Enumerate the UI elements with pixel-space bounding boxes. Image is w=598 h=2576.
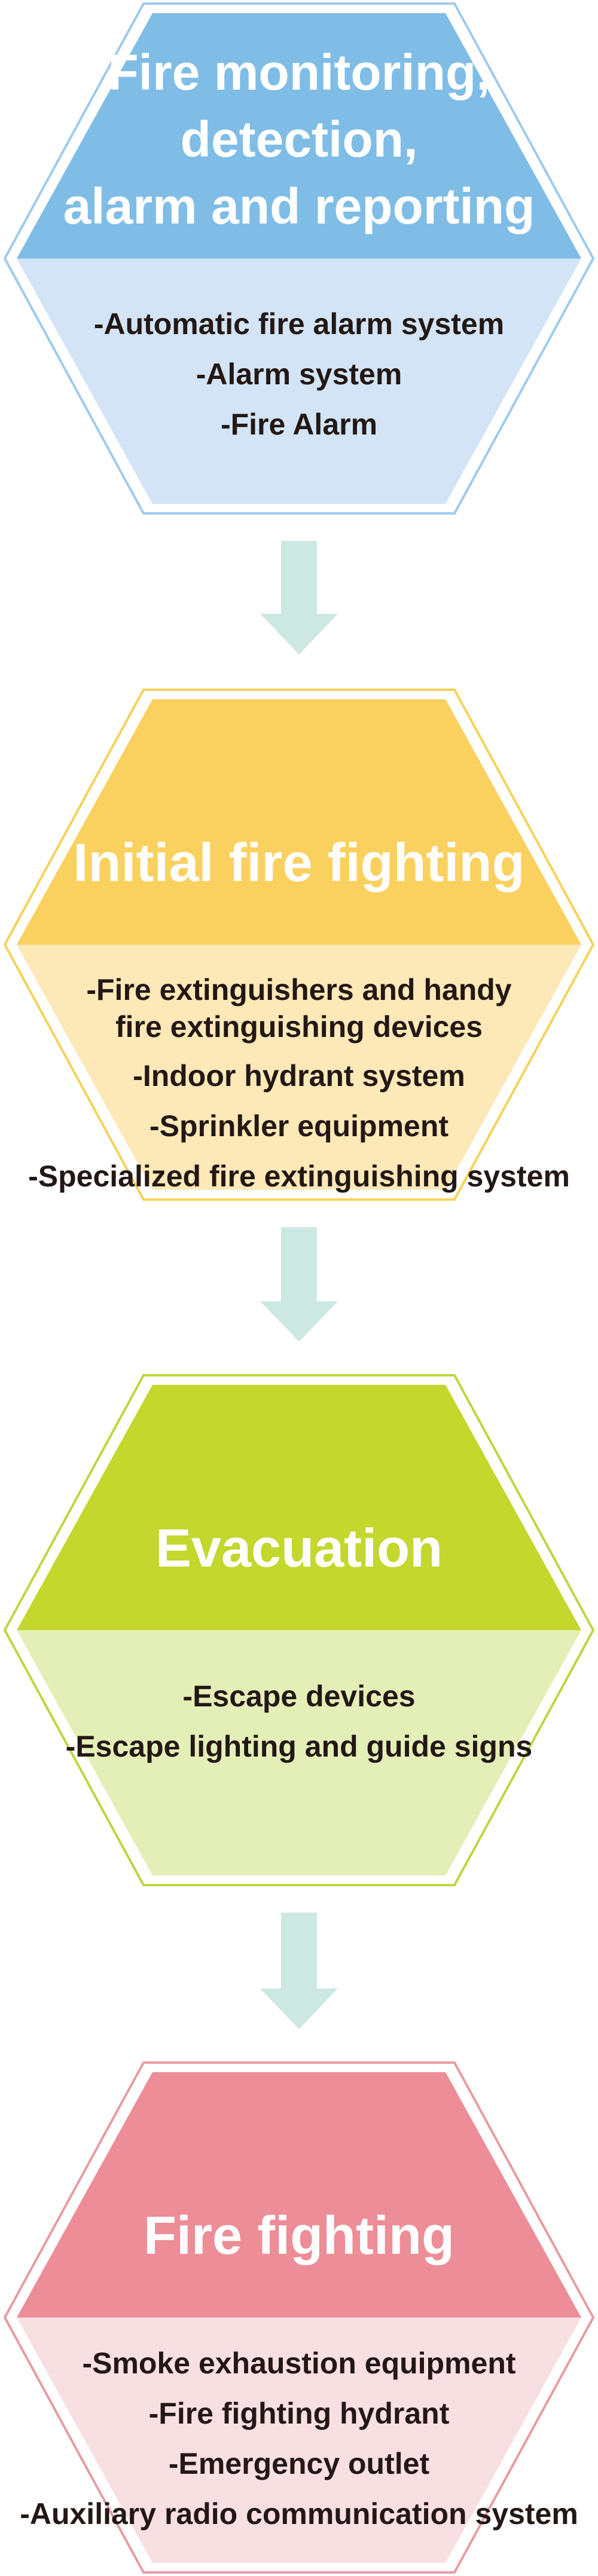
hexagon-header <box>17 1385 581 1630</box>
stage-item: -Emergency outlet <box>169 2447 430 2480</box>
stage-item: fire extinguishing devices <box>115 1010 483 1044</box>
stage-2: Initial fire fighting -Fire extinguishers… <box>3 689 595 1201</box>
stage-item: -Sprinkler equipment <box>150 1109 448 1143</box>
stages-layer: Fire monitoring, detection, alarm and repo… <box>3 2 595 2574</box>
stage-4: Fire fighting -Smoke exhaustion equipment… <box>3 2061 595 2574</box>
stage-1: Fire monitoring, detection, alarm and repo… <box>3 2 595 515</box>
stage-item: -Auxiliary radio communication system <box>20 2497 578 2531</box>
stage-item: -Automatic fire alarm system <box>94 307 504 341</box>
stage-item: -Fire Alarm <box>221 408 377 441</box>
stage-title-line: alarm and reporting <box>63 178 535 234</box>
stage-item: -Smoke exhaustion equipment <box>82 2346 515 2380</box>
down-arrow-icon <box>260 1227 338 1342</box>
hexagon-body <box>17 2317 581 2563</box>
stage-item: -Alarm system <box>196 357 402 391</box>
stage-item: -Fire extinguishers and handy <box>86 973 511 1006</box>
stage-title-line: Fire fighting <box>144 2206 454 2266</box>
stage-title-line: Initial fire fighting <box>74 833 525 893</box>
hexagon-header <box>17 699 581 945</box>
stage-item: -Indoor hydrant system <box>133 1059 465 1093</box>
connectors-layer <box>260 541 338 2029</box>
hexagon-body <box>17 944 581 1190</box>
hexagon-body <box>17 258 581 504</box>
stage-item: -Escape devices <box>182 1679 415 1713</box>
hexagon-header <box>17 2072 581 2318</box>
down-arrow-icon <box>260 541 338 654</box>
stage-3: Evacuation -Escape devices -Escape lightin… <box>3 1374 595 1886</box>
stage-item: -Escape lighting and guide signs <box>66 1730 533 1763</box>
stage-item: -Fire fighting hydrant <box>149 2397 450 2430</box>
stage-title-line: detection, <box>181 111 418 167</box>
down-arrow-icon <box>260 1913 338 2029</box>
stage-item: -Specialized fire extinguishing system <box>28 1159 570 1193</box>
stage-title-line: Evacuation <box>155 1519 443 1578</box>
hexagon-body <box>17 1630 581 1876</box>
hexagon-header <box>17 13 581 259</box>
stage-title-line: Fire monitoring, <box>108 44 490 100</box>
